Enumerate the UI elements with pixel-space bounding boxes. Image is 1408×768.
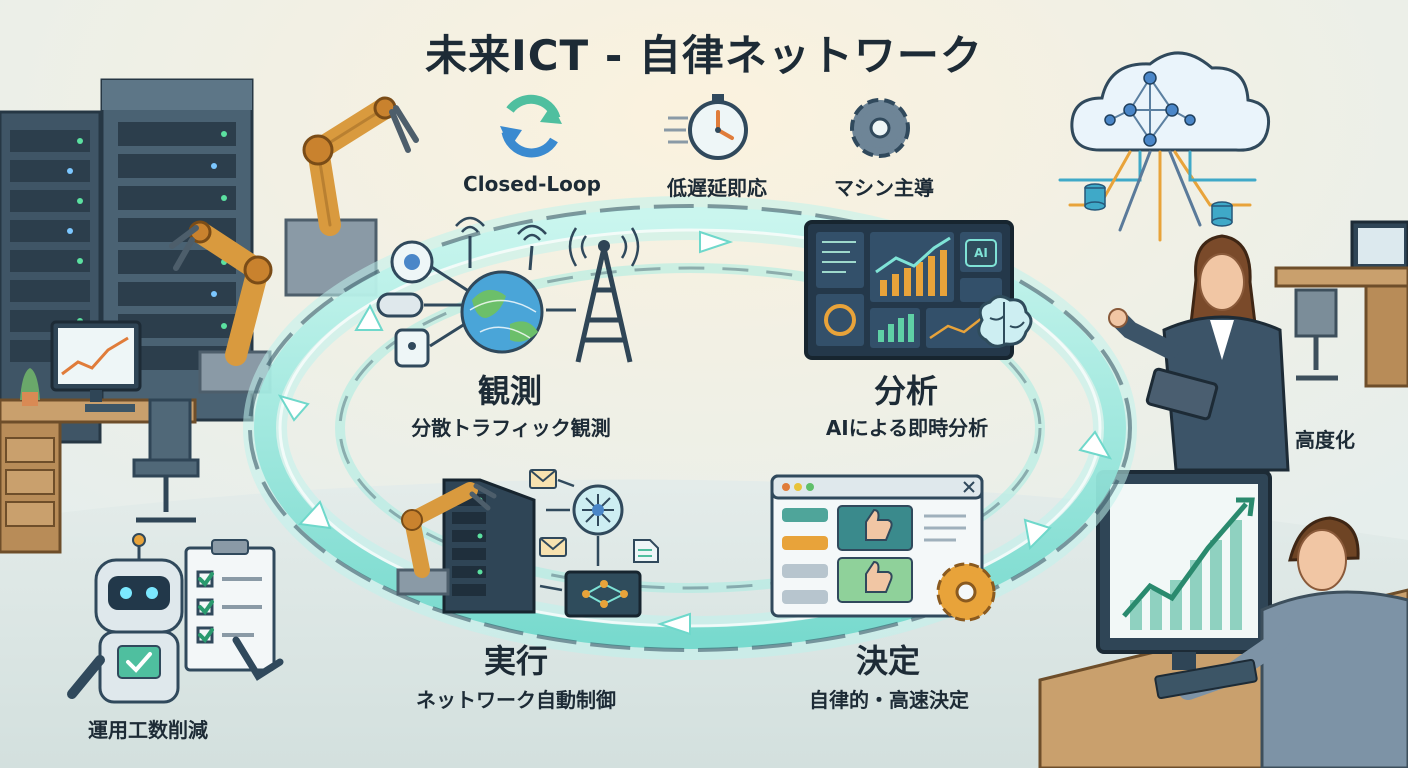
brain-icon	[977, 295, 1033, 348]
loop-arrows	[277, 230, 1113, 636]
desk-right-back	[1274, 220, 1408, 388]
network-node-icon	[572, 484, 624, 536]
observation-sensors	[376, 216, 640, 368]
document-icon	[633, 539, 659, 563]
ai-cloud	[1058, 51, 1271, 242]
desk-left	[0, 320, 200, 554]
thumbs-up-icon	[865, 508, 893, 593]
stage-desc-execute: ネットワーク自動制御	[416, 688, 616, 712]
analysis-dashboard	[804, 220, 1033, 360]
helper-robot	[67, 533, 284, 704]
feature-label-low-latency: 低遅延即応	[667, 176, 767, 200]
execution-cluster	[396, 469, 659, 618]
stopwatch-icon	[664, 94, 748, 160]
stage-title-execute: 実行	[483, 642, 548, 680]
analyst-man-desk	[1038, 470, 1408, 768]
stage-title-analyze: 分析	[873, 372, 938, 410]
stage-title-decide: 決定	[855, 642, 920, 680]
stage-title-observe: 観測	[477, 372, 542, 410]
decision-gear-icon	[936, 562, 996, 622]
closed-loop-ring	[243, 196, 1137, 660]
side-label-advanced: 高度化	[1295, 428, 1355, 452]
page-title: 未来ICT - 自律ネットワーク	[425, 31, 983, 80]
gear-icon	[850, 98, 910, 158]
mail-icon	[529, 469, 567, 557]
robot-arm-left-top	[284, 96, 419, 297]
side-label-reduce-ops: 運用工数削減	[88, 718, 208, 742]
stage-desc-analyze: AIによる即時分析	[825, 416, 989, 440]
feature-label-machine-driven: マシン主導	[834, 176, 934, 200]
feature-label-closed-loop: Closed-Loop	[463, 172, 601, 196]
refresh-cycle-icon	[500, 94, 562, 158]
stage-desc-observe: 分散トラフィック観測	[411, 416, 611, 440]
decision-window	[770, 474, 996, 622]
stage-desc-decide: 自律的・高速決定	[809, 688, 969, 712]
dashboard-ai-label: AI	[974, 246, 988, 260]
